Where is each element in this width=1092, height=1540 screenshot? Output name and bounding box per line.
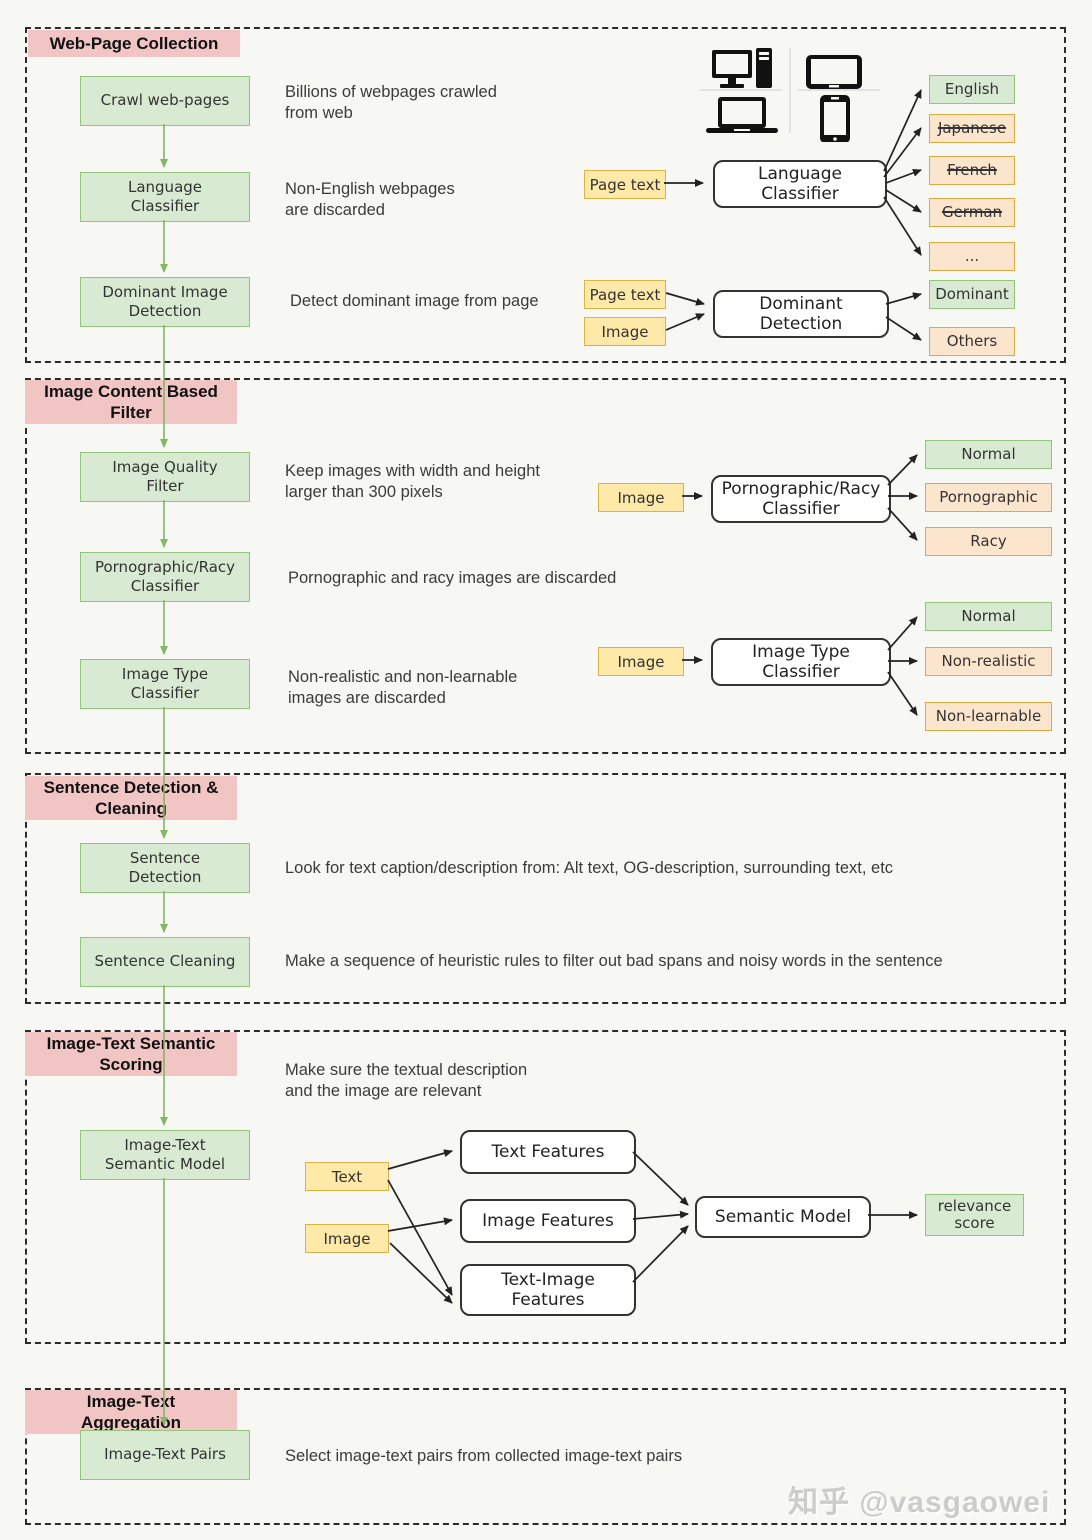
node-dominant-detection: Dominant Detection	[713, 290, 889, 338]
step-description: Look for text caption/description from: …	[285, 859, 894, 877]
output-non-learnable: Non-learnable	[925, 702, 1052, 731]
step-sentence-cleaning: Sentence Cleaning	[80, 937, 250, 987]
step-image-quality-filter: Image Quality Filter	[80, 452, 250, 502]
step-image-text-pairs: Image-Text Pairs	[80, 1430, 250, 1480]
output-racy: Racy	[925, 527, 1052, 556]
node-text-features: Text Features	[460, 1130, 636, 1174]
input-text: Text	[305, 1162, 389, 1191]
step-dominant-image-detection: Dominant Image Detection	[80, 277, 250, 327]
node-image-features: Image Features	[460, 1199, 636, 1243]
output-dominant: Dominant	[929, 280, 1015, 309]
step-description: Select image-text pairs from collected i…	[285, 1447, 683, 1465]
step-description: Make sure the textual description and th…	[285, 1061, 528, 1100]
output-japanese: Japanese	[929, 114, 1015, 143]
section-image-text-aggregation	[25, 1388, 1066, 1525]
input-page-text: Page text	[584, 280, 666, 309]
step-description: Pornographic and racy images are discard…	[288, 569, 617, 587]
section-title: Image Content Based Filter	[25, 380, 237, 424]
input-page-text: Page text	[584, 170, 666, 199]
section-image-content-filter	[25, 378, 1066, 754]
output-others: Others	[929, 327, 1015, 356]
section-title: Image-Text Aggregation	[25, 1390, 237, 1434]
output-french: French	[929, 156, 1015, 185]
input-image: Image	[598, 483, 684, 512]
section-title: Sentence Detection & Cleaning	[25, 776, 237, 820]
node-image-type-classifier: Image Type Classifier	[711, 638, 891, 686]
step-porn-racy-classifier: Pornographic/Racy Classifier	[80, 552, 250, 602]
step-description: Make a sequence of heuristic rules to fi…	[285, 952, 943, 970]
output-normal: Normal	[925, 602, 1052, 631]
step-language-classifier: Language Classifier	[80, 172, 250, 222]
output-relevance-score: relevance score	[925, 1194, 1024, 1236]
section-title: Web-Page Collection	[28, 30, 240, 57]
output-german: German	[929, 198, 1015, 227]
step-description: Non-realistic and non-learnable images a…	[288, 668, 518, 707]
node-text-image-features: Text-Image Features	[460, 1264, 636, 1316]
section-title: Image-Text Semantic Scoring	[25, 1032, 237, 1076]
node-semantic-model: Semantic Model	[695, 1196, 871, 1238]
node-language-classifier: Language Classifier	[713, 160, 887, 208]
section-semantic-scoring	[25, 1030, 1066, 1344]
section-sentence-detection	[25, 773, 1066, 1004]
section-web-page-collection	[25, 27, 1066, 363]
step-image-type-classifier: Image Type Classifier	[80, 659, 250, 709]
output-normal: Normal	[925, 440, 1052, 469]
step-description: Non-English webpages are discarded	[285, 180, 455, 219]
step-description: Keep images with width and height larger…	[285, 462, 540, 501]
input-image: Image	[305, 1224, 389, 1253]
output-other-languages: ...	[929, 242, 1015, 271]
input-image: Image	[584, 317, 666, 346]
output-english: English	[929, 75, 1015, 104]
watermark: 知乎 @vasgaowei	[788, 1486, 1051, 1519]
step-crawl-web-pages: Crawl web-pages	[80, 76, 250, 126]
output-pornographic: Pornographic	[925, 483, 1052, 512]
node-porn-racy-classifier: Pornographic/Racy Classifier	[711, 475, 891, 523]
output-non-realistic: Non-realistic	[925, 647, 1052, 676]
step-image-text-semantic-model: Image-Text Semantic Model	[80, 1130, 250, 1180]
step-sentence-detection: Sentence Detection	[80, 843, 250, 893]
step-description: Detect dominant image from page	[290, 292, 539, 310]
input-image: Image	[598, 647, 684, 676]
step-description: Billions of webpages crawled from web	[285, 83, 497, 122]
